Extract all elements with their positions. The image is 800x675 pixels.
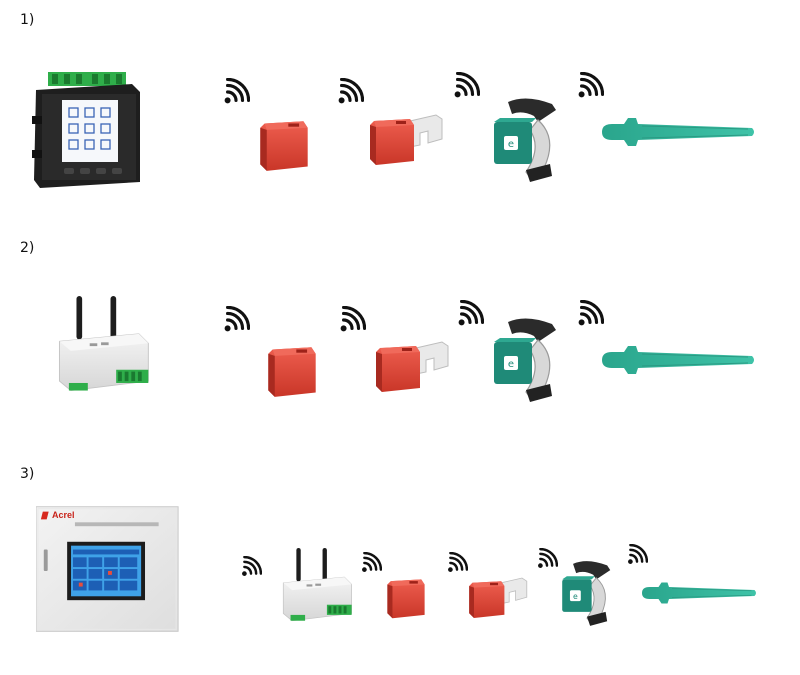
wifi-icon xyxy=(576,300,604,328)
wifi-icon xyxy=(222,306,250,334)
wifi-icon xyxy=(222,78,250,106)
clamp-mounted-sensor xyxy=(486,312,566,402)
wireless-gateway-device xyxy=(276,548,356,628)
red-temperature-sensor xyxy=(384,576,428,620)
red-temperature-sensor xyxy=(256,117,312,173)
clamp-mounted-sensor xyxy=(556,556,618,626)
red-fork-terminal-sensor xyxy=(466,574,530,622)
clamp-mounted-sensor xyxy=(486,92,566,182)
wifi-icon xyxy=(452,72,480,100)
wifi-icon xyxy=(338,306,366,334)
wifi-icon xyxy=(576,72,604,100)
cabinet-brand-logo: Acrel xyxy=(52,510,75,520)
row-3-label: 3) xyxy=(20,466,35,482)
wifi-icon xyxy=(626,544,648,566)
strap-type-sensor xyxy=(638,578,760,608)
row-1-label: 1) xyxy=(20,12,35,28)
panel-meter-device xyxy=(32,70,142,190)
red-fork-terminal-sensor xyxy=(366,109,446,171)
red-temperature-sensor xyxy=(264,343,320,399)
wifi-icon xyxy=(456,300,484,328)
strap-type-sensor xyxy=(598,112,758,152)
red-fork-terminal-sensor xyxy=(372,336,452,398)
wireless-gateway-device xyxy=(50,296,160,406)
wifi-icon xyxy=(336,78,364,106)
wifi-icon xyxy=(446,552,468,574)
wifi-icon xyxy=(240,556,262,578)
monitoring-cabinet-device: Acrel xyxy=(36,506,186,636)
strap-type-sensor xyxy=(598,340,758,380)
wifi-icon xyxy=(360,552,382,574)
row-2-label: 2) xyxy=(20,240,35,256)
wifi-icon xyxy=(536,548,558,570)
